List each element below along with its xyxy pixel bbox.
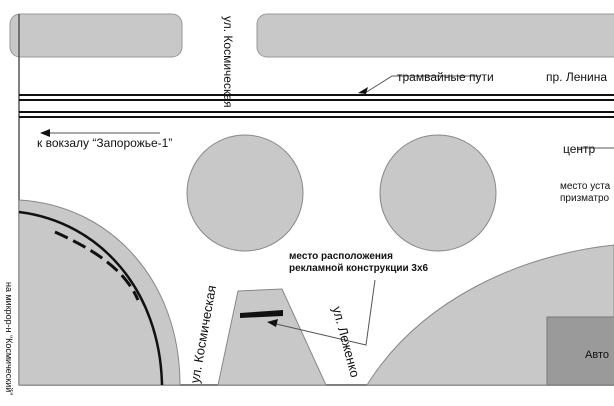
billboard-block bbox=[217, 288, 327, 386]
prism-label-1: место уста bbox=[560, 181, 611, 192]
district-label: на микрор-н “Космический” bbox=[4, 282, 14, 396]
roundabout-left bbox=[186, 134, 304, 252]
roundabout-right bbox=[379, 134, 497, 252]
center-label: центр bbox=[563, 142, 596, 156]
rail-arc-dashed bbox=[54, 230, 140, 301]
street-lenina: пр. Ленина bbox=[546, 70, 608, 84]
arrow-tram bbox=[358, 87, 368, 94]
arrow-station bbox=[40, 129, 50, 137]
auto-building bbox=[546, 316, 614, 386]
street-kosmicheskaya-top: ул. Космическая bbox=[221, 16, 235, 108]
block-top-right bbox=[256, 13, 614, 58]
tram-label: трамвайные пути bbox=[397, 70, 494, 84]
block-bottom-left bbox=[18, 199, 181, 386]
auto-label: Авто bbox=[585, 349, 609, 361]
tram-tracks bbox=[19, 94, 614, 118]
rail-arc bbox=[18, 210, 164, 386]
billboard-label-2: рекламной конструкции 3х6 bbox=[289, 263, 429, 274]
arrow-billboard bbox=[267, 319, 278, 327]
pointer-lines bbox=[45, 75, 614, 346]
billboard-label-1: место расположения bbox=[289, 251, 393, 262]
billboard-marker bbox=[240, 310, 283, 318]
prism-label-2: призматро bbox=[560, 193, 610, 204]
station-label: к вокзалу “Запорожье-1” bbox=[37, 136, 173, 150]
block-top-left bbox=[9, 13, 183, 58]
